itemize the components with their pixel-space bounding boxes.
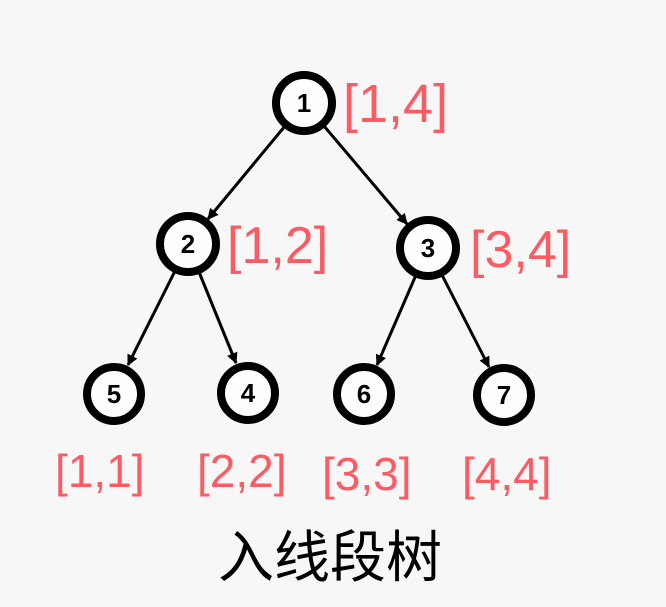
node-label-1: 1 [297,88,311,118]
edge-2-4 [197,271,238,365]
tree-node-4: 4 [217,362,279,424]
node-circle-6 [333,363,395,425]
node-circle-5 [83,363,145,425]
edge-3-6 [375,274,418,367]
tree-node-1: 1 [272,71,336,135]
edge-3-7 [440,274,491,368]
node-label-3: 3 [421,233,435,263]
node-label-5: 5 [107,379,121,409]
range-label-4-4: [4,4] [462,448,552,500]
node-label-2: 2 [181,229,195,259]
node-circle-4 [217,362,279,424]
node-label-6: 6 [357,379,371,409]
node-label-7: 7 [497,380,511,410]
edge-1-2 [206,125,287,220]
tree-node-6: 6 [333,363,395,425]
tree-node-3: 3 [396,216,460,280]
diagram-caption: 入线段树 [218,526,442,589]
node-circle-3 [396,216,460,280]
edge-2-5 [126,270,177,366]
edge-1-3 [322,125,409,225]
tree-node-5: 5 [83,363,145,425]
node-circle-7 [473,364,535,426]
range-label-1-4: [1,4] [343,74,448,134]
range-label-3-4: [3,4] [470,221,571,279]
node-circle-1 [272,71,336,135]
range-label-3-3: [3,3] [322,448,412,500]
range-label-1-1: [1,1] [55,445,145,497]
range-label-2-2: [2,2] [197,445,287,497]
tree-node-7: 7 [473,364,535,426]
node-circle-2 [156,212,220,276]
tree-node-2: 2 [156,212,220,276]
range-label-1-2: [1,2] [227,217,328,275]
node-label-4: 4 [241,378,256,408]
